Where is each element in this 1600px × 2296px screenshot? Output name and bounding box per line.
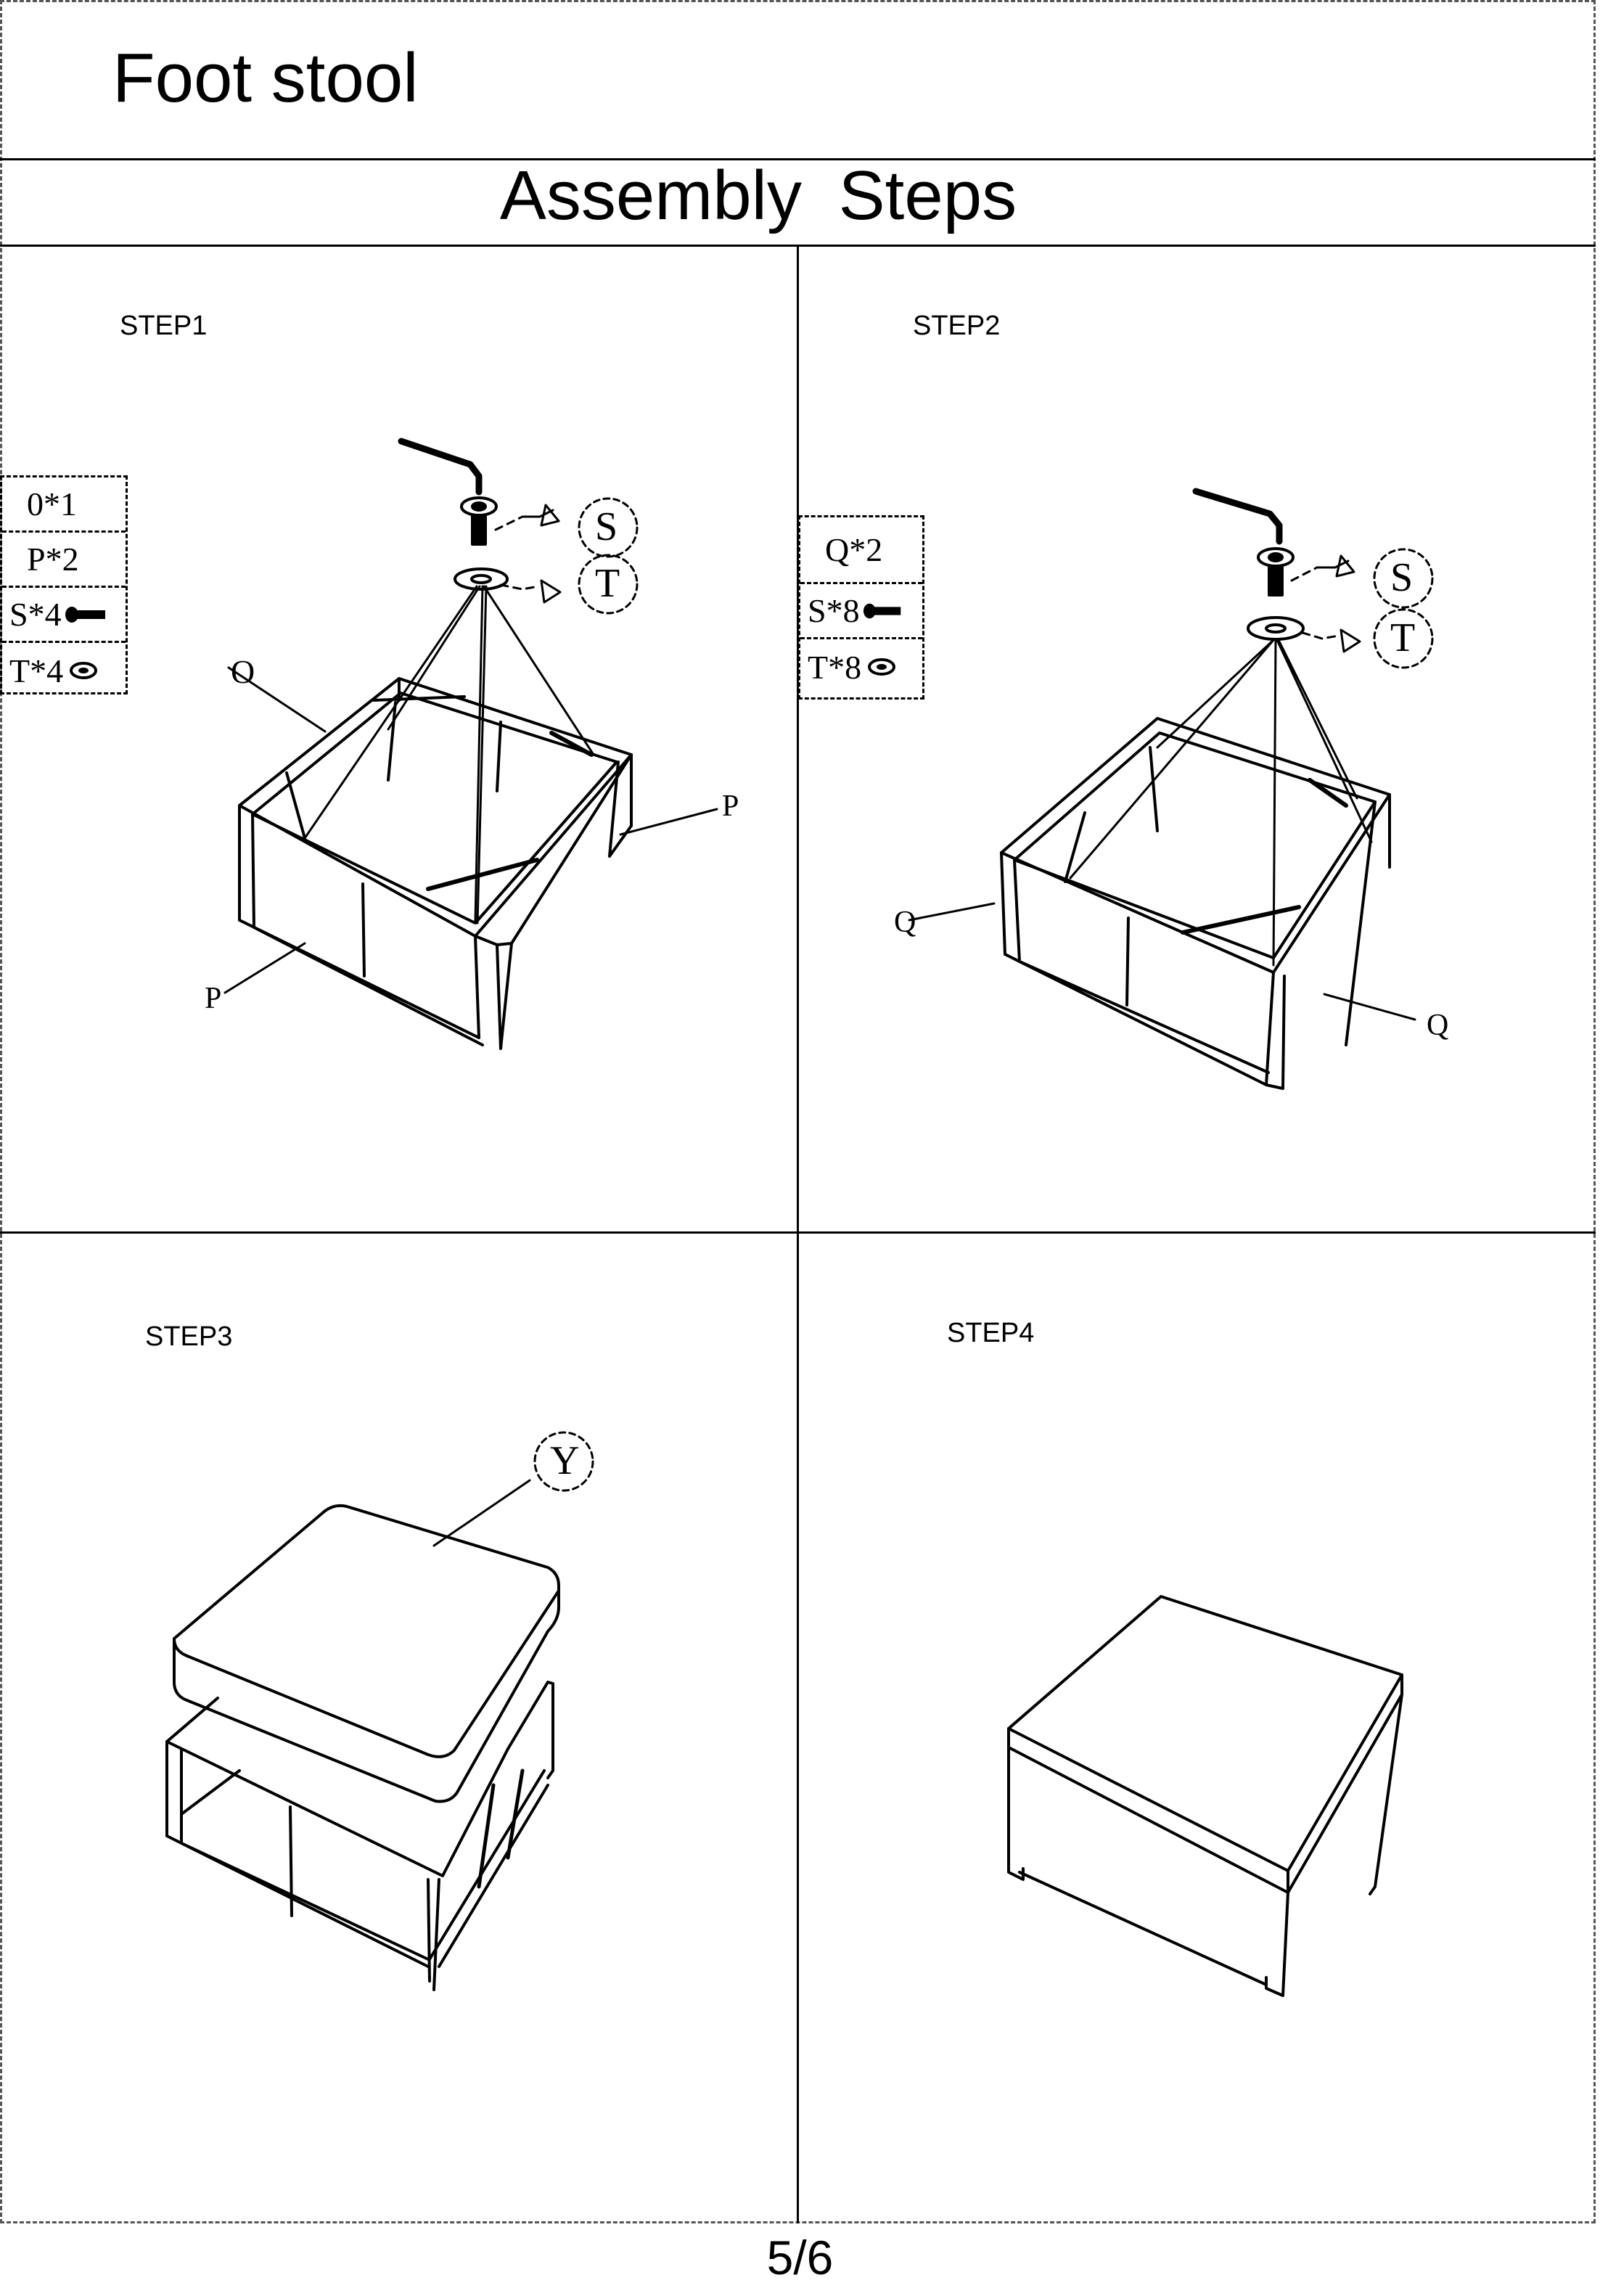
part-label: T*4 <box>9 652 64 689</box>
step-4-drawing <box>1007 1595 1403 1997</box>
washer-icon <box>868 658 896 676</box>
callout-s-letter: S <box>1390 555 1414 600</box>
part-label: S*4 <box>9 596 62 633</box>
washer-icon <box>1247 616 1305 641</box>
part-row: S*4 <box>2 588 126 643</box>
part-label: P*2 <box>27 541 79 578</box>
part-row: Q*2 <box>800 517 922 584</box>
screw-icon <box>460 496 498 546</box>
step-2-parts-list: Q*2 S*8 T*8 <box>798 515 924 700</box>
callout-t-letter: T <box>1390 615 1416 660</box>
page-number: 5/6 <box>766 2231 834 2284</box>
page-title: Foot stool <box>112 39 419 117</box>
screw-icon <box>65 606 105 623</box>
callout-label-p: P <box>205 982 222 1015</box>
step-3-drawing <box>165 1431 594 1991</box>
step-2-label: STEP2 <box>913 311 1001 341</box>
step-3-label: STEP3 <box>145 1321 233 1352</box>
part-row: T*8 <box>800 639 922 694</box>
step-1-label: STEP1 <box>120 311 208 341</box>
part-row: 0*1 <box>2 477 126 533</box>
divider <box>797 245 799 2223</box>
part-row: P*2 <box>2 533 126 588</box>
callout-label-o: O <box>231 653 255 690</box>
part-row: T*4 <box>2 643 126 698</box>
callout-s <box>1373 548 1434 609</box>
callout-label-q: Q <box>1427 1009 1449 1042</box>
divider <box>0 158 1596 160</box>
step-2-drawing <box>908 488 1434 1090</box>
section-title: Assembly Steps <box>499 157 1017 234</box>
callout-s-letter: S <box>595 504 618 549</box>
allen-key-icon <box>1192 488 1283 545</box>
washer-icon <box>70 662 98 679</box>
step-4-label: STEP4 <box>947 1318 1035 1348</box>
callout-label-p: P <box>722 790 739 823</box>
callout-t <box>1373 608 1434 669</box>
step-1-parts-list: 0*1 P*2 S*4 T*4 <box>0 475 128 694</box>
callout-s <box>578 497 639 558</box>
screw-icon <box>863 603 900 618</box>
step-1-drawing <box>223 438 718 1050</box>
callout-t <box>578 554 639 615</box>
part-label: T*8 <box>808 648 862 686</box>
callout-y-letter: Y <box>550 1438 580 1483</box>
part-label: S*8 <box>808 592 860 629</box>
allen-key-icon <box>398 438 483 496</box>
screw-icon <box>1257 547 1295 596</box>
callout-y <box>533 1431 594 1492</box>
washer-icon <box>454 567 509 591</box>
part-label: Q*2 <box>825 531 883 568</box>
part-label: 0*1 <box>27 485 77 522</box>
callout-t-letter: T <box>595 561 620 606</box>
part-row: S*8 <box>800 584 922 639</box>
callout-label-q: Q <box>894 906 916 939</box>
